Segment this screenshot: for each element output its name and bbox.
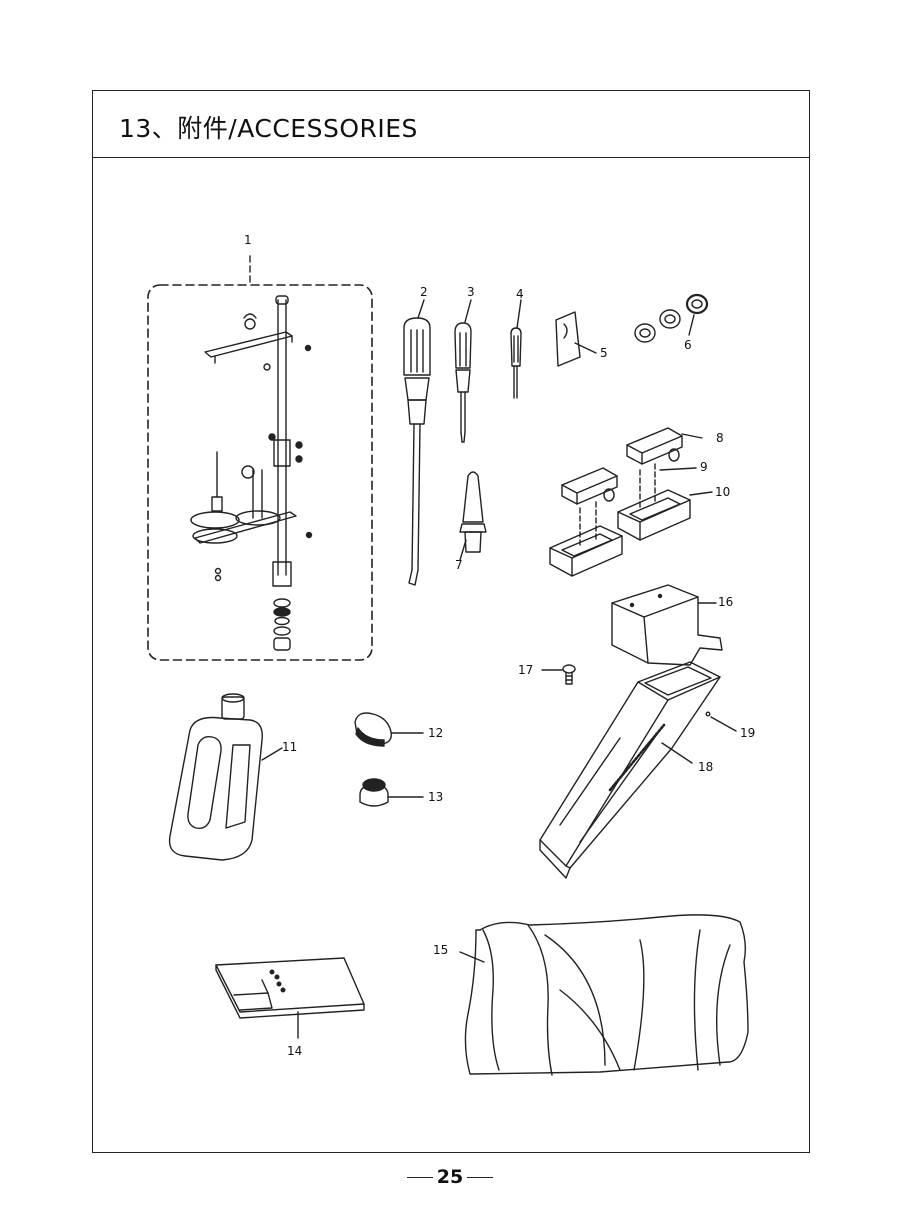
callout-12: 12 — [428, 726, 444, 740]
small-screwdriver-illustration — [510, 299, 522, 399]
callout-17: 17 — [518, 663, 534, 677]
page-number: 25 — [0, 1166, 900, 1188]
page-number-dash-right — [467, 1177, 494, 1178]
large-screwdriver-illustration — [403, 299, 431, 586]
callout-8: 8 — [716, 431, 724, 445]
page-number-value: 25 — [436, 1166, 464, 1188]
callout-6: 6 — [684, 338, 692, 352]
callout-9: 9 — [700, 460, 708, 474]
small-screw-illustration — [705, 711, 737, 732]
head-rest-illustration — [549, 427, 713, 577]
medium-screwdriver-illustration — [454, 299, 472, 443]
dust-cover-illustration — [459, 914, 749, 1076]
callout-4: 4 — [516, 287, 524, 301]
callout-19: 19 — [740, 726, 756, 740]
callout-13: 13 — [428, 790, 444, 804]
section-title: 13、附件/ACCESSORIES — [119, 114, 418, 143]
chip-chute-illustration — [539, 661, 721, 879]
needle-packet-illustration — [555, 311, 597, 367]
callout-5: 5 — [600, 346, 608, 360]
section-header: 13、附件/ACCESSORIES — [93, 91, 809, 158]
oil-can-illustration — [168, 693, 283, 861]
callout-1: 1 — [244, 233, 252, 247]
callout-16: 16 — [718, 595, 734, 609]
page-frame: 13、附件/ACCESSORIES — [92, 90, 810, 1153]
thread-stand-illustration — [147, 255, 373, 661]
callout-11: 11 — [282, 740, 298, 754]
callout-18: 18 — [698, 760, 714, 774]
callout-14: 14 — [287, 1044, 303, 1058]
rubber-cushion-illustration — [359, 778, 424, 807]
page-number-dash-left — [406, 1177, 433, 1178]
callout-2: 2 — [420, 285, 428, 299]
oil-nozzle-illustration — [459, 471, 487, 561]
chute-bracket-illustration — [611, 584, 723, 666]
callout-7: 7 — [455, 558, 463, 572]
bobbins-illustration — [634, 293, 709, 343]
screw-illustration — [541, 664, 576, 685]
callout-15: 15 — [433, 943, 449, 957]
callout-3: 3 — [467, 285, 475, 299]
instruction-book-illustration — [215, 957, 365, 1039]
callout-10: 10 — [715, 485, 731, 499]
knee-pad-illustration — [354, 712, 424, 747]
